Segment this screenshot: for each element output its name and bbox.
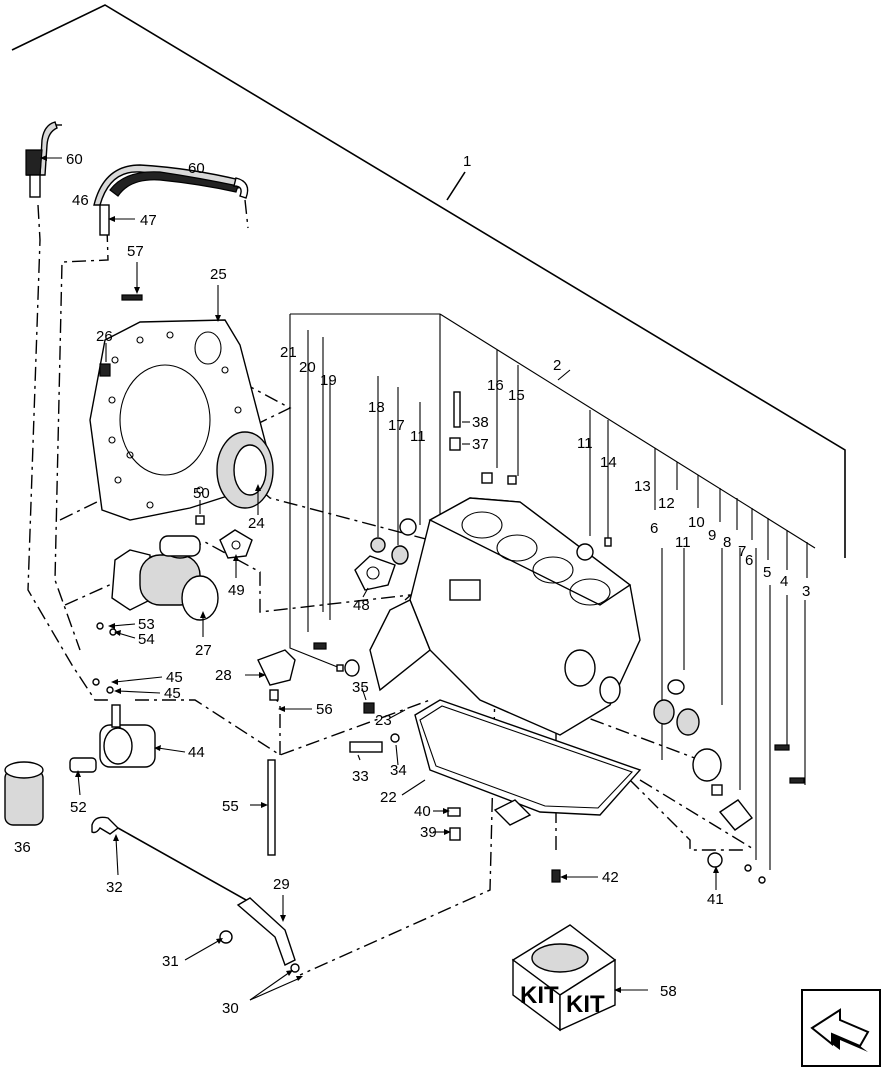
label-46: 46 <box>72 192 89 209</box>
label-25: 25 <box>210 266 227 283</box>
leader-arrows <box>40 155 719 1001</box>
label-20: 20 <box>299 359 316 376</box>
label-56: 56 <box>316 701 333 718</box>
label-33: 33 <box>352 768 369 785</box>
label-48: 48 <box>353 597 370 614</box>
dipstick <box>91 816 256 906</box>
small-parts-middle <box>92 294 612 883</box>
label-49: 49 <box>228 582 245 599</box>
label-1: 1 <box>463 153 471 170</box>
label-40: 40 <box>414 803 431 820</box>
label-47: 47 <box>140 212 157 229</box>
label-7: 7 <box>738 543 746 560</box>
kit-label-left: KIT <box>520 982 559 1009</box>
crank-oil-seal <box>216 431 274 509</box>
label-8: 8 <box>723 534 731 551</box>
right-small-parts <box>653 679 805 884</box>
part-labels: 1 2 3 4 5 6 6 7 8 9 10 11 11 11 12 13 14… <box>14 151 810 1017</box>
label-14: 14 <box>600 454 617 471</box>
label-44: 44 <box>188 744 205 761</box>
label-35: 35 <box>352 679 369 696</box>
oil-filter <box>4 761 44 826</box>
label-34: 34 <box>390 762 407 779</box>
label-21: 21 <box>280 344 297 361</box>
next-page-arrow-icon[interactable] <box>801 989 881 1067</box>
label-3: 3 <box>802 583 810 600</box>
label-19: 19 <box>320 372 337 389</box>
label-27: 27 <box>195 642 212 659</box>
label-26: 26 <box>96 328 113 345</box>
label-17: 17 <box>388 417 405 434</box>
label-38: 38 <box>472 414 489 431</box>
label-10: 10 <box>688 514 705 531</box>
label-37: 37 <box>472 436 489 453</box>
label-45: 45 <box>164 685 181 702</box>
label-50: 50 <box>193 485 210 502</box>
label-28: 28 <box>215 667 232 684</box>
label-29: 29 <box>273 876 290 893</box>
cover-gasket-48 <box>354 555 396 591</box>
label-52: 52 <box>70 799 87 816</box>
label-11: 11 <box>675 534 691 551</box>
label-36: 36 <box>14 839 31 856</box>
bracket-ladder-lines <box>307 330 808 870</box>
label-55: 55 <box>222 798 239 815</box>
label-57: 57 <box>127 243 144 260</box>
gasket-49 <box>219 529 253 559</box>
dipstick-tube <box>219 897 300 973</box>
label-16: 16 <box>487 377 504 394</box>
label-54: 54 <box>138 631 155 648</box>
label-60: 60 <box>188 160 205 177</box>
oil-pan <box>414 699 642 826</box>
label-4: 4 <box>780 573 788 590</box>
filter-adapter <box>99 704 156 768</box>
label-30: 30 <box>222 1000 239 1017</box>
label-41: 41 <box>707 891 724 908</box>
label-12: 12 <box>658 495 675 512</box>
label-22: 22 <box>380 789 397 806</box>
bracket-assembly-1 <box>11 4 846 558</box>
label-42: 42 <box>602 869 619 886</box>
label-2: 2 <box>553 357 561 374</box>
kit-label-right: KIT <box>566 991 605 1018</box>
label-58: 58 <box>660 983 677 1000</box>
label-53: 53 <box>138 616 155 633</box>
label-45: 45 <box>166 669 183 686</box>
label-32: 32 <box>106 879 123 896</box>
label-39: 39 <box>420 824 437 841</box>
label-5: 5 <box>763 564 771 581</box>
label-11: 11 <box>410 428 426 445</box>
label-60: 60 <box>66 151 83 168</box>
hose-60-left <box>25 121 58 198</box>
label-11: 11 <box>577 435 593 452</box>
label-6: 6 <box>650 520 658 537</box>
starter-motor <box>111 535 219 621</box>
oil-pressure-sender <box>69 757 97 773</box>
hose-60-right <box>93 164 249 236</box>
label-24: 24 <box>248 515 265 532</box>
kit-box: KIT KIT <box>511 924 617 1032</box>
label-18: 18 <box>368 399 385 416</box>
label-15: 15 <box>508 387 525 404</box>
label-31: 31 <box>162 953 179 970</box>
label-13: 13 <box>634 478 651 495</box>
label-23: 23 <box>375 712 392 729</box>
label-9: 9 <box>708 527 716 544</box>
label-6: 6 <box>745 552 753 569</box>
